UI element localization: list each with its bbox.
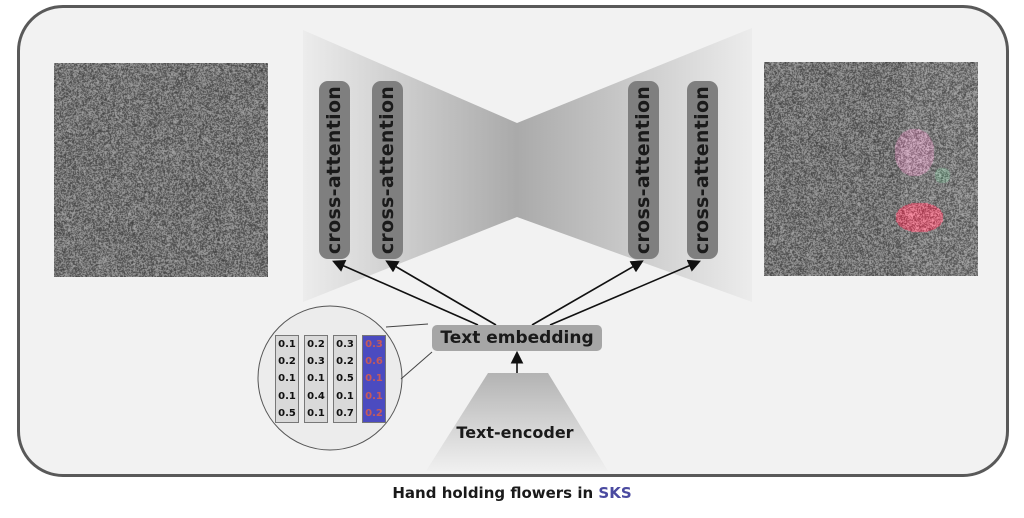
cross-attention-label: cross-attention	[376, 85, 399, 255]
magnifier-line-bottom	[400, 351, 433, 380]
arrow-to-xattn-3	[531, 260, 644, 326]
input-noise-image	[54, 63, 268, 277]
embedding-value: 0.3	[365, 339, 383, 351]
embedding-value: 0.1	[365, 373, 383, 385]
text-embedding-box: Text embedding	[432, 325, 602, 351]
embedding-value: 0.1	[278, 390, 296, 402]
embedding-value: 0.3	[307, 356, 325, 368]
arrow-to-xattn-2	[385, 260, 497, 326]
embedding-value: 0.1	[278, 373, 296, 385]
cross-attention-label: cross-attention	[632, 85, 655, 255]
magnifier-line-top	[385, 323, 429, 328]
cross-attention-block-4: cross-attention	[687, 81, 718, 259]
embedding-value: 0.6	[365, 356, 383, 368]
embedding-value: 0.2	[278, 356, 296, 368]
arrow-to-xattn-1	[332, 260, 479, 326]
cross-attention-label: cross-attention	[691, 85, 714, 255]
cross-attention-block-1: cross-attention	[319, 81, 350, 259]
embedding-value: 0.2	[336, 356, 354, 368]
embedding-value: 0.2	[365, 407, 383, 419]
embedding-value: 0.1	[307, 373, 325, 385]
embedding-value: 0.5	[278, 407, 296, 419]
cross-attention-label: cross-attention	[323, 85, 346, 255]
unet-encoder-shape	[303, 30, 517, 302]
embedding-value: 0.5	[336, 373, 354, 385]
embedding-value: 0.1	[365, 390, 383, 402]
embedding-value: 0.3	[336, 339, 354, 351]
embedding-column: 0.2 0.3 0.1 0.4 0.1	[304, 335, 328, 423]
embedding-value: 0.1	[336, 390, 354, 402]
embedding-value: 0.7	[336, 407, 354, 419]
embedding-value: 0.2	[307, 339, 325, 351]
embedding-value: 0.1	[278, 339, 296, 351]
arrow-to-xattn-4	[549, 259, 701, 326]
cross-attention-block-3: cross-attention	[628, 81, 659, 259]
text-encoder-shape	[426, 373, 608, 471]
text-encoder-label: Text-encoder	[456, 423, 574, 442]
embedding-column-highlighted: 0.3 0.6 0.1 0.1 0.2	[362, 335, 386, 423]
caption-token: SKS	[598, 484, 632, 502]
embedding-value: 0.1	[307, 407, 325, 419]
embedding-value: 0.4	[307, 390, 325, 402]
cross-attention-block-2: cross-attention	[372, 81, 403, 259]
caption-prefix: Hand holding flowers in	[392, 484, 599, 502]
embedding-column: 0.3 0.2 0.5 0.1 0.7	[333, 335, 357, 423]
output-noise-image	[764, 62, 978, 276]
prompt-caption: Hand holding flowers in SKS	[0, 484, 1024, 502]
embedding-column: 0.1 0.2 0.1 0.1 0.5	[275, 335, 299, 423]
